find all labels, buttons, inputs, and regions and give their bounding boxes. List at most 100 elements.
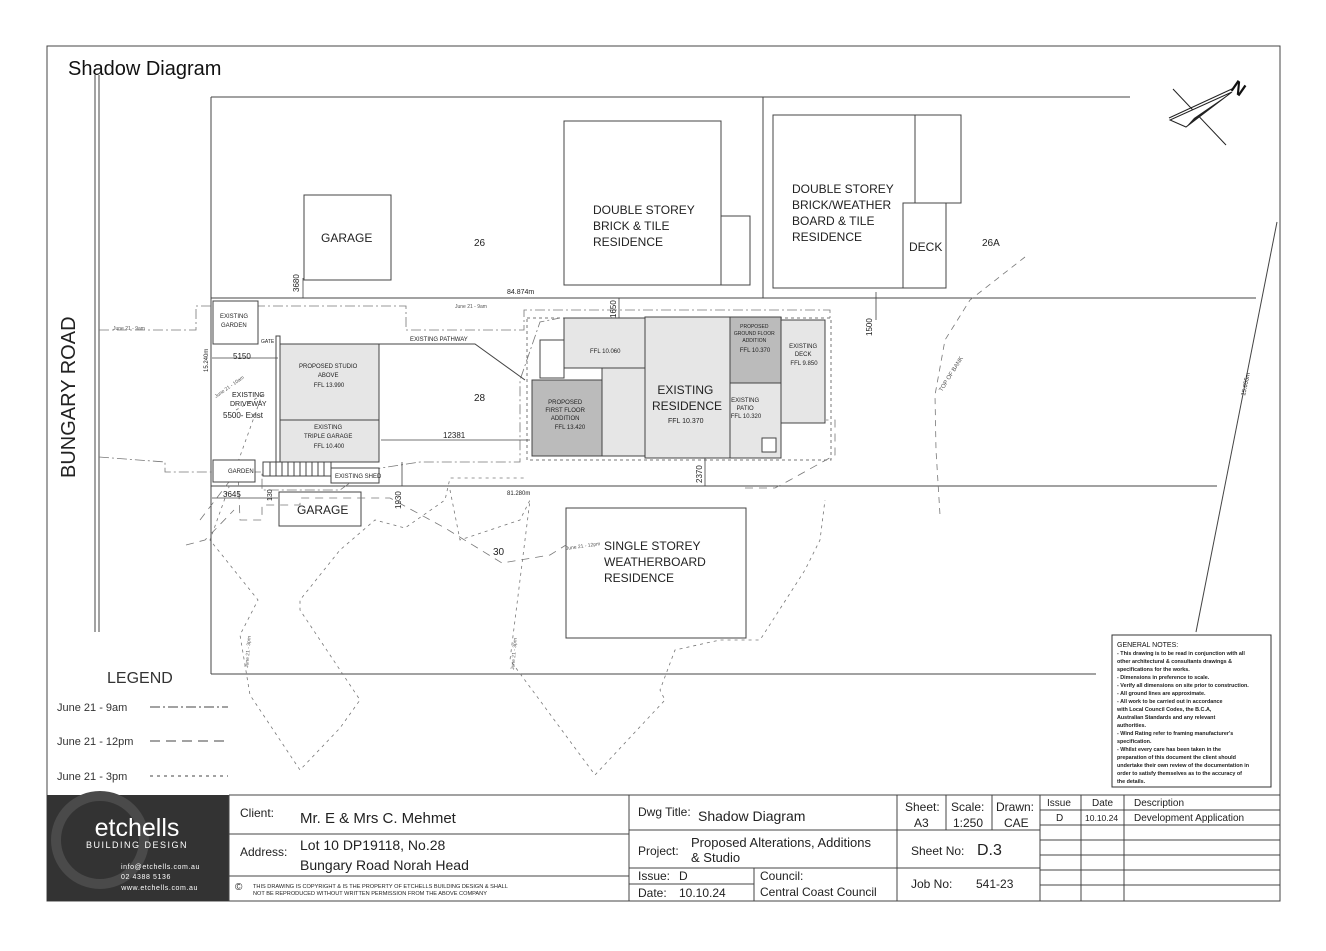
dim-3680: 3680 [292, 274, 301, 292]
existing-shed [330, 467, 380, 484]
driveway-dim: 5500- Exist [223, 411, 264, 420]
dim-84874: 84.874m [507, 289, 534, 296]
company-phone: 02 4388 5136 [121, 874, 171, 881]
shadow-12pm-outline-b [185, 509, 235, 546]
dim-1500: 1500 [865, 318, 874, 336]
dim-15240: 15.240m [204, 349, 210, 372]
garage-26-label: GARAGE [321, 231, 372, 245]
shadow-9am-outline [99, 305, 831, 331]
legend-item-12pm: June 21 - 12pm [57, 736, 133, 748]
sheet-size: A3 [914, 816, 929, 830]
shadow-12pm-outline [199, 468, 567, 564]
north-label: N [1227, 76, 1249, 100]
lot-26a-label: 26A [982, 238, 1000, 249]
existing-triple-garage-label: EXISTING TRIPLE GARAGE FFL 10.400 [304, 425, 354, 450]
existing-shed-label: EXISTING SHED [335, 474, 382, 480]
shadow-label-9am-left: June 21 - 9am [113, 326, 145, 332]
address-label: Address: [240, 845, 287, 859]
proposed-ground-floor-addition [729, 316, 782, 384]
dim-12381: 12381 [443, 431, 466, 440]
company-email: info@etchells.com.au [121, 864, 200, 871]
dim-1650: 1650 [609, 300, 618, 318]
general-notes-text: - This drawing is to be read in conjunct… [1116, 651, 1251, 785]
existing-garden-top [212, 300, 259, 345]
dim-2370: 2370 [695, 465, 704, 483]
existing-residence-label: EXISTING RESIDENCE [652, 383, 722, 413]
rear-wing [563, 317, 647, 369]
drawn-value: CAE [1004, 816, 1029, 830]
client-value: Mr. E & Mrs C. Mehmet [300, 810, 457, 827]
rev-row-issue: D [1056, 813, 1063, 824]
existing-triple-garage [279, 419, 380, 463]
address-line1: Lot 10 DP19118, No.28 [300, 837, 446, 853]
scale-value: 1:250 [953, 816, 983, 830]
dim-15655: 15.655m [1241, 372, 1252, 396]
company-name: etchells [95, 814, 180, 842]
legend-item-9am: June 21 - 9am [57, 702, 127, 714]
existing-deck-label: EXISTING DECK FFL 9.850 [789, 344, 819, 367]
residence-26-wing [720, 215, 751, 286]
company-web: www.etchells.com.au [120, 885, 198, 892]
lot-28-label: 28 [474, 393, 486, 404]
company-sub: BUILDING DESIGN [86, 840, 188, 850]
dim-130: 130 [267, 489, 274, 501]
sheet-title: Shadow Diagram [68, 58, 221, 80]
date-label: Date: [638, 886, 667, 900]
dim-1930: 1930 [394, 491, 403, 509]
project-line2: & Studio [691, 850, 740, 865]
existing-residence [644, 316, 731, 459]
sheet-no-value: D.3 [977, 842, 1002, 859]
shadow-label-3pm-a: June 21 - 3pm [244, 636, 253, 668]
rev-header-description: Description [1134, 798, 1184, 809]
boundaries [210, 96, 1278, 675]
residence-26-label: DOUBLE STOREY BRICK & TILE RESIDENCE [593, 203, 698, 249]
sheet-no-label: Sheet No: [911, 844, 964, 858]
patio-step [761, 437, 777, 453]
road-label: BUNGARY ROAD [58, 316, 80, 478]
job-no-label: Job No: [911, 877, 952, 891]
client-label: Client: [240, 806, 274, 820]
rev-header-issue: Issue [1047, 798, 1071, 809]
issue-label: Issue: [638, 869, 670, 883]
lot-26-label: 26 [474, 238, 486, 249]
shadow-label-3pm-b: June 21 - 3pm [510, 638, 519, 670]
top-of-bank-line [934, 256, 1026, 516]
residence-30 [565, 507, 747, 639]
garage-26 [303, 194, 392, 281]
lounge-block [601, 367, 646, 457]
dwg-title-value: Shadow Diagram [698, 808, 805, 824]
dwg-title-label: Dwg Title: [638, 805, 691, 819]
shadow-outlines [98, 256, 1026, 776]
existing-pathway-label: EXISTING PATHWAY [410, 337, 468, 343]
existing-pathway [379, 343, 526, 381]
scale-label: Scale: [951, 800, 984, 814]
north-arrow-icon: N [1168, 76, 1249, 146]
deck-26a-label: DECK [909, 240, 942, 254]
rev-header-date: Date [1092, 798, 1114, 809]
shadow-label-12pm: June 21 - 12pm [565, 541, 600, 552]
garage-wall [275, 335, 281, 464]
existing-deck [780, 319, 826, 424]
existing-garden-top-label: EXISTING GARDEN [220, 314, 250, 329]
job-no-value: 541-23 [976, 877, 1014, 891]
proposed-first-floor-addition [531, 379, 603, 457]
drawn-label: Drawn: [996, 800, 1034, 814]
lot-30-label: 30 [493, 547, 505, 558]
entry-alcove [539, 339, 565, 379]
ffl-10060: FFL 10.060 [590, 349, 621, 355]
date-value: 10.10.24 [679, 886, 726, 900]
rev-row-description: Development Application [1134, 813, 1244, 824]
rev-row-date: 10.10.24 [1085, 813, 1118, 823]
legend-item-3pm: June 21 - 3pm [57, 771, 127, 783]
council-label: Council: [760, 869, 803, 883]
gate-label: GATE [261, 339, 275, 345]
deck-26a [902, 202, 947, 289]
residence-26a-label: DOUBLE STOREY BRICK/WEATHER BOARD & TILE… [792, 182, 897, 244]
residence-30-label: SINGLE STOREY WEATHERBOARD RESIDENCE [604, 539, 709, 585]
garage-30-label: GARAGE [297, 503, 348, 517]
shadow-12pm-outline-c [745, 419, 836, 489]
general-notes-title: GENERAL NOTES: [1117, 642, 1178, 649]
issue-value: D [679, 869, 688, 883]
residence-26a-wing [914, 114, 962, 204]
